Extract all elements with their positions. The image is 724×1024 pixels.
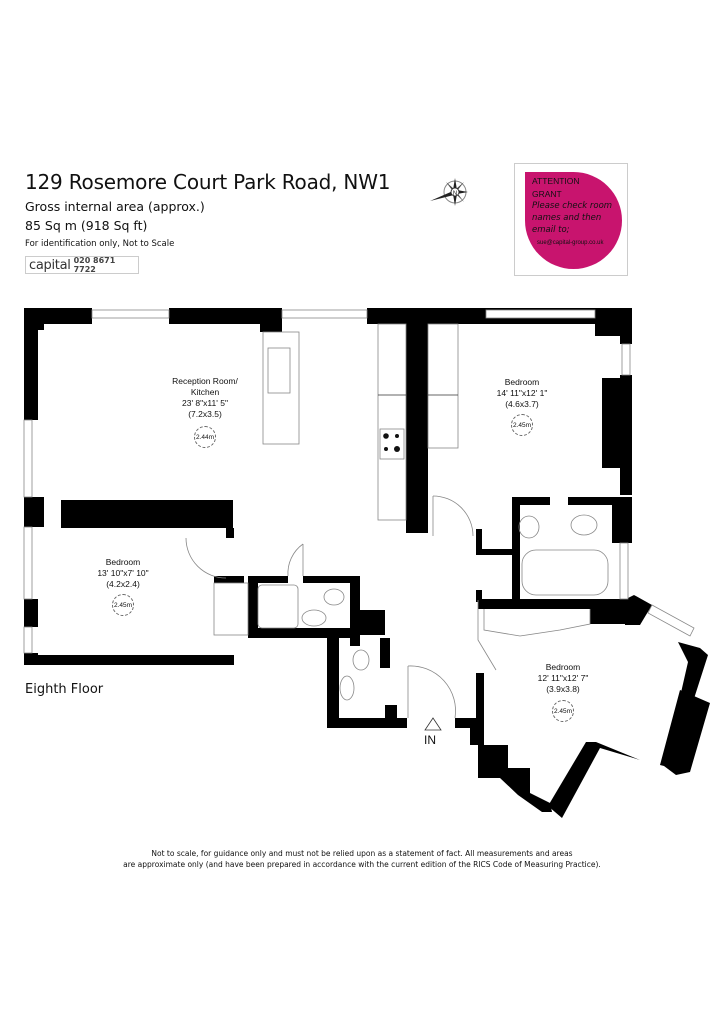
- ceiling-height: 2.45m: [112, 594, 134, 616]
- disclaimer-line: Not to scale, for guidance only and must…: [151, 849, 573, 858]
- attention-line: Please check room: [532, 201, 613, 211]
- disclaimer-line: are approximate only (and have been prep…: [123, 860, 601, 869]
- room-label-bedroom-3: Bedroom 12' 11"x12' 7" (3.9x3.8): [538, 662, 589, 695]
- attention-email: sue@capital-group.co.uk: [537, 240, 604, 246]
- attention-heading: ATTENTION: [532, 176, 580, 186]
- room-label-reception: Reception Room/ Kitchen 23' 8"x11' 5" (7…: [172, 376, 238, 420]
- room-dimensions-imperial: 23' 8"x11' 5": [181, 398, 228, 408]
- logo-brand: capital: [29, 257, 71, 273]
- entrance-label: IN: [424, 733, 436, 747]
- attention-name: GRANT: [532, 189, 562, 199]
- scale-note: For identification only, Not to Scale: [25, 239, 175, 249]
- disclaimer: Not to scale, for guidance only and must…: [0, 848, 724, 870]
- room-name: Kitchen: [190, 387, 220, 397]
- attention-note: ATTENTION GRANT Please check room names …: [514, 163, 628, 276]
- room-name: Bedroom: [504, 377, 540, 387]
- room-dimensions-metric: (7.2x3.5): [188, 409, 222, 419]
- room-name: Reception Room/: [172, 376, 238, 386]
- ceiling-height: 2.45m: [552, 700, 574, 722]
- room-label-bedroom-1: Bedroom 14' 11"x12' 1" (4.6x3.7): [497, 377, 548, 410]
- room-name: Bedroom: [545, 662, 581, 672]
- room-dimensions-metric: (4.6x3.7): [505, 399, 539, 409]
- attention-blob: [525, 172, 622, 269]
- area-value: 85 Sq m (918 Sq ft): [25, 218, 148, 233]
- agent-logo: capital 020 8671 7722: [25, 256, 139, 274]
- area-label: Gross internal area (approx.): [25, 199, 205, 214]
- attention-line: email to;: [532, 225, 570, 235]
- floor-label: Eighth Floor: [25, 682, 104, 697]
- room-dimensions-imperial: 12' 11"x12' 7": [537, 673, 589, 683]
- compass-rose-icon: N: [430, 178, 468, 206]
- room-label-bedroom-2: Bedroom 13' 10"x7' 10" (4.2x2.4): [97, 557, 148, 590]
- svg-text:N: N: [453, 191, 457, 197]
- property-title: 129 Rosemore Court Park Road, NW1: [25, 170, 391, 194]
- room-name: Bedroom: [105, 557, 141, 567]
- logo-phone: 020 8671 7722: [73, 256, 116, 274]
- room-dimensions-imperial: 14' 11"x12' 1": [496, 388, 548, 398]
- ceiling-height: 2.44m: [194, 426, 216, 448]
- room-dimensions-imperial: 13' 10"x7' 10": [97, 568, 149, 578]
- attention-line: names and then: [532, 213, 602, 223]
- room-dimensions-metric: (4.2x2.4): [106, 579, 140, 589]
- room-dimensions-metric: (3.9x3.8): [546, 684, 580, 694]
- ceiling-height: 2.45m: [511, 414, 533, 436]
